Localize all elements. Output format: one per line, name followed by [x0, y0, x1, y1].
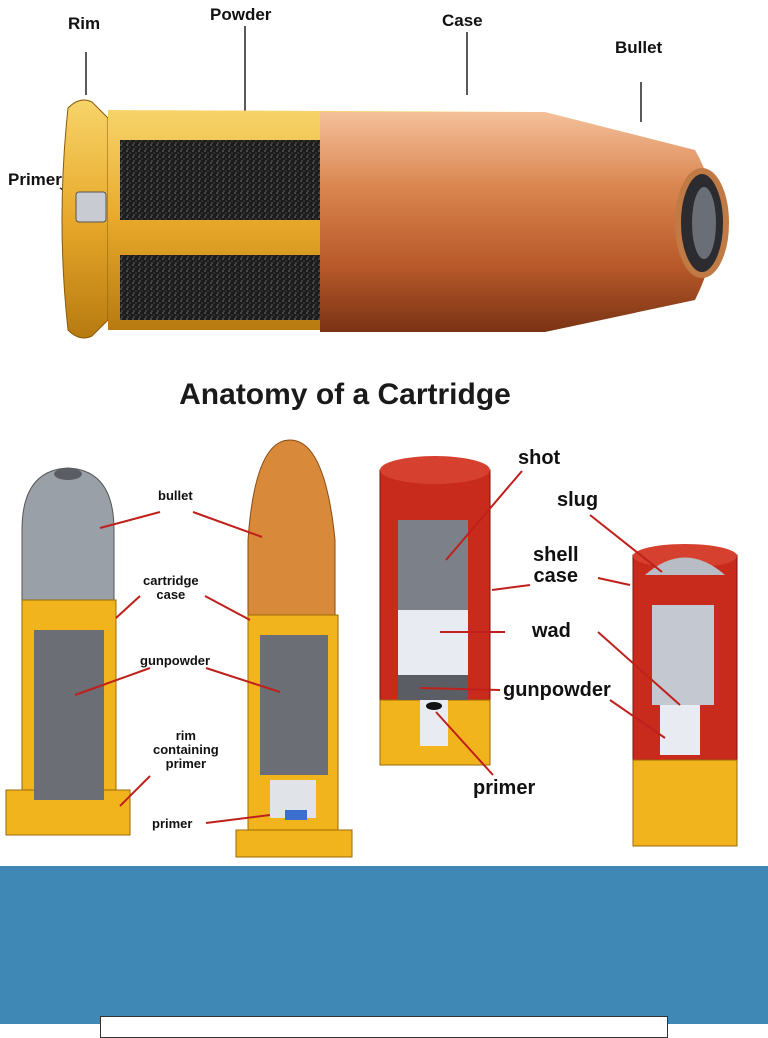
bullet-label: Bullet [615, 38, 663, 57]
ammunition-types-illustration [5, 439, 738, 858]
bullet-jacket [320, 112, 715, 332]
centerfire-cartridge [235, 439, 353, 858]
shell-case-label: shell case [533, 544, 579, 587]
hollow-point-inner [692, 187, 716, 259]
rim-primer-label: rim containing primer [153, 728, 219, 771]
rimfire-bullet-label: bullet [158, 488, 193, 503]
shotshell-primer-label: primer [473, 777, 536, 799]
cartridge-cutaway-illustration [59, 26, 729, 339]
primer-cup [75, 191, 107, 223]
shotshell [379, 456, 491, 766]
powder-label: Powder [210, 5, 272, 24]
shotshell-gunpowder-label: gunpowder [503, 679, 611, 701]
powder-upper [120, 140, 330, 220]
footer-band [0, 866, 768, 1024]
rim-label: Rim [68, 14, 101, 33]
diagram-title: Anatomy of a Cartridge [179, 378, 511, 411]
primer-label: Primer [8, 170, 62, 189]
case-label: Case [442, 11, 483, 30]
slug-shell [632, 544, 738, 847]
wad-label: wad [532, 620, 571, 642]
rimfire-cartridge [5, 467, 131, 836]
cartridge-case-label: cartridge case [143, 573, 199, 602]
slug-label: slug [557, 489, 599, 511]
shot-label: shot [518, 447, 561, 469]
rimfire-gunpowder-label: gunpowder [140, 653, 211, 668]
text-box[interactable] [100, 1016, 668, 1038]
rimfire-primer-label: primer [152, 816, 193, 831]
powder-lower [120, 255, 330, 320]
leader-lines [74, 470, 681, 824]
